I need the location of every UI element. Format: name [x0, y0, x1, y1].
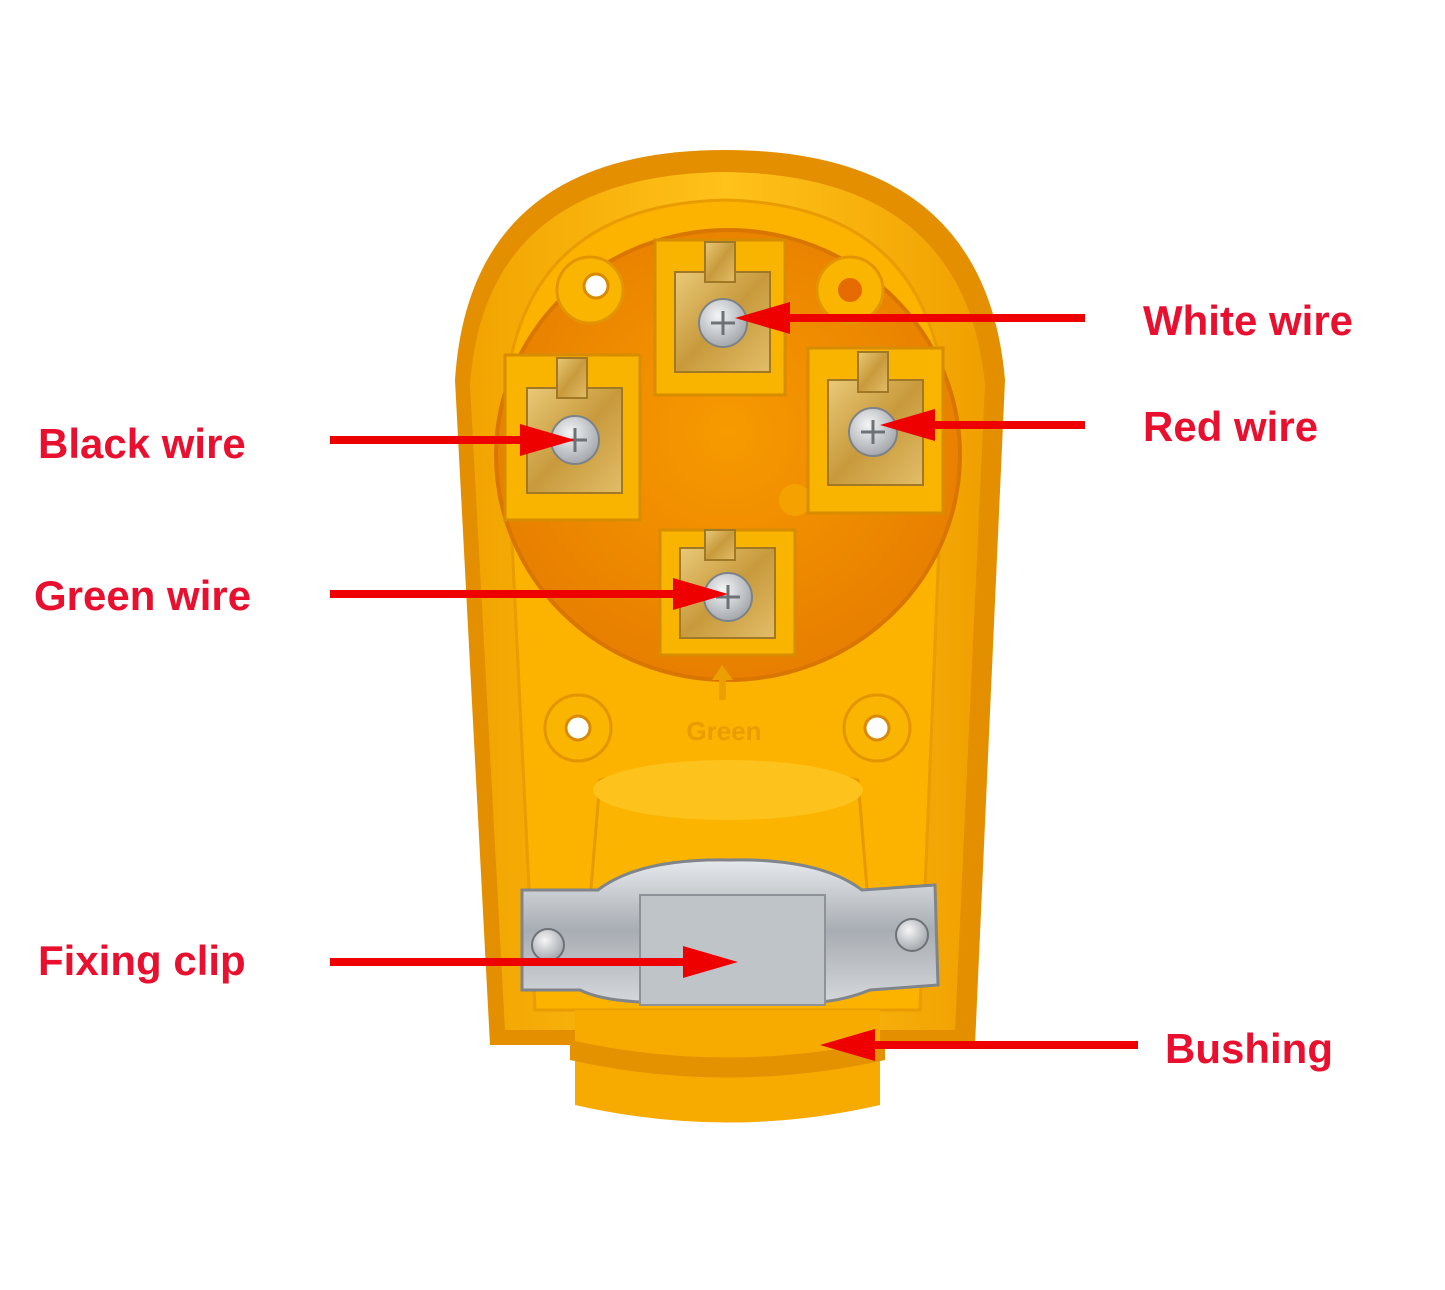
label-white-wire: White wire: [1143, 297, 1354, 344]
mounting-holes: [543, 255, 912, 763]
label-black-wire: Black wire: [38, 420, 246, 467]
arrow-green-wire: [330, 578, 728, 610]
green-embossed-marking: Green: [686, 665, 762, 746]
arrow-black-wire: [330, 424, 575, 456]
label-green-wire: Green wire: [34, 572, 252, 619]
arrow-bushing: [820, 1029, 1138, 1061]
green-embossed-text: Green: [686, 716, 761, 746]
callout-arrows: [330, 302, 1138, 1061]
label-fixing-clip: Fixing clip: [38, 937, 246, 984]
fixing-clip: [520, 858, 940, 1006]
arrow-fixing-clip: [330, 946, 738, 978]
arrow-white-wire: [735, 302, 1085, 334]
arrow-red-wire: [880, 409, 1085, 441]
label-bushing: Bushing: [1165, 1025, 1333, 1072]
terminal-red: [806, 346, 945, 515]
label-red-wire: Red wire: [1143, 403, 1319, 450]
